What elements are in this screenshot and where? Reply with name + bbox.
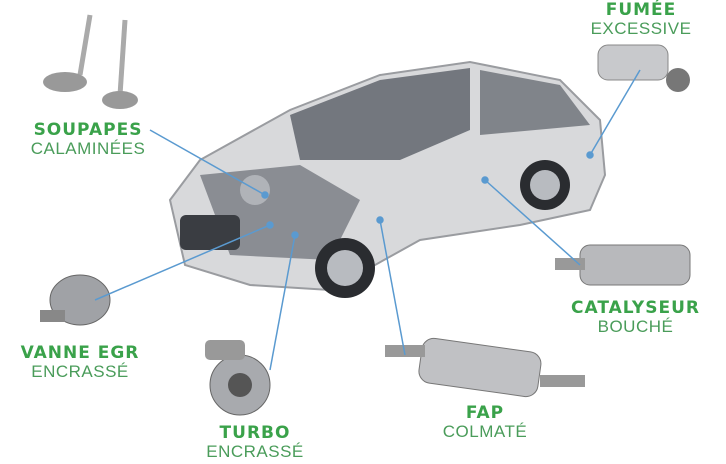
egr-valve-image bbox=[40, 274, 111, 326]
label-title: FAP bbox=[465, 403, 505, 423]
label-vanne-egr: VANNE EGR ENCRASSÉ bbox=[0, 343, 160, 381]
dpf-image bbox=[385, 337, 585, 398]
label-fap: FAP COLMATÉ bbox=[420, 403, 550, 441]
label-subtitle: ENCRASSÉ bbox=[206, 441, 304, 461]
label-subtitle: COLMATÉ bbox=[442, 421, 528, 441]
label-subtitle: BOUCHÉ bbox=[597, 316, 674, 336]
label-subtitle: EXCESSIVE bbox=[590, 18, 692, 38]
label-subtitle: CALAMINÉES bbox=[30, 138, 146, 158]
label-turbo: TURBO ENCRASSÉ bbox=[185, 423, 325, 461]
muffler-image bbox=[597, 44, 690, 92]
leader-lines bbox=[94, 69, 641, 371]
catalytic-converter-image bbox=[555, 244, 691, 286]
label-title: SOUPAPES bbox=[33, 120, 143, 140]
label-title: FUMÉE bbox=[605, 0, 677, 20]
label-title: CATALYSEUR bbox=[571, 298, 700, 318]
car-illustration bbox=[168, 60, 607, 298]
label-catalyseur: CATALYSEUR BOUCHÉ bbox=[548, 298, 723, 336]
label-title: VANNE EGR bbox=[20, 343, 140, 363]
label-soupapes: SOUPAPES CALAMINÉES bbox=[8, 120, 168, 158]
label-fumee: FUMÉE EXCESSIVE bbox=[566, 0, 716, 38]
valves-image bbox=[43, 14, 138, 109]
turbo-image bbox=[205, 340, 271, 416]
label-title: TURBO bbox=[219, 423, 291, 443]
label-subtitle: ENCRASSÉ bbox=[31, 361, 129, 381]
